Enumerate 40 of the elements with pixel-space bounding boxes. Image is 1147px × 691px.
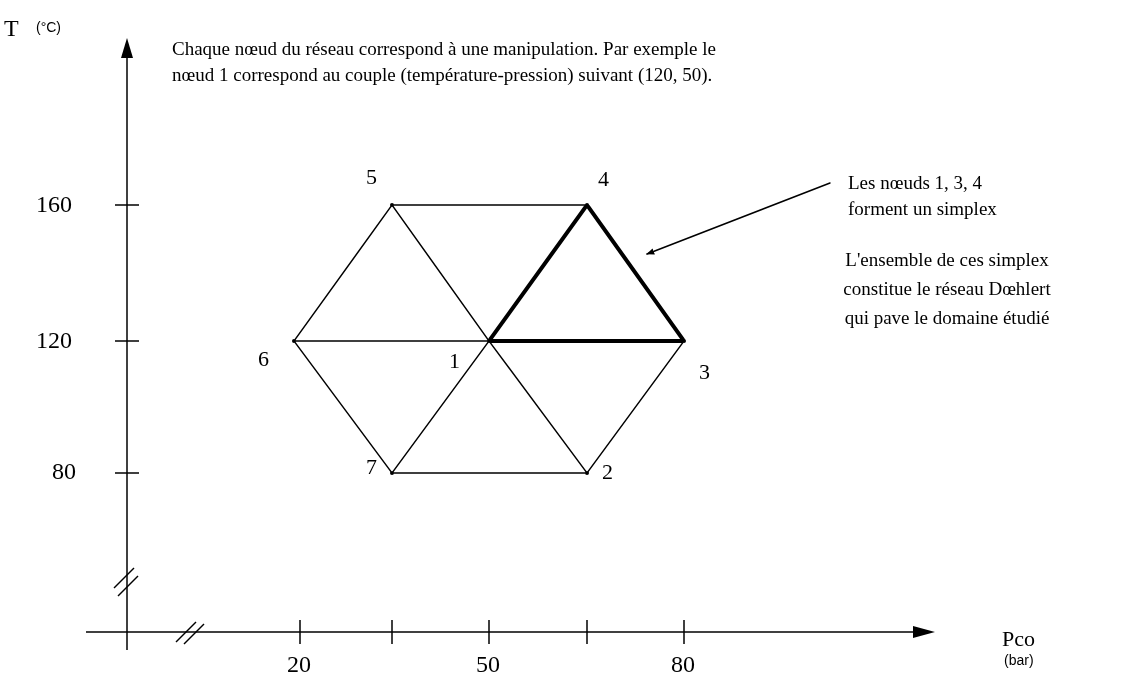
annotation-text: Les nœuds 1, 3, 4 forment un simplex [848, 170, 1028, 222]
tick-label: 120 [36, 326, 72, 355]
vertex-number: 1 [449, 349, 460, 373]
network-edge [295, 340, 488, 342]
network-edge [393, 472, 586, 474]
network-edge [489, 341, 587, 473]
axis-label: T [4, 14, 19, 43]
tick-label: 50 [476, 650, 500, 679]
vertex-point [585, 471, 589, 475]
network-edge [392, 205, 489, 341]
network-edge [393, 204, 586, 206]
network-edge [489, 339, 684, 343]
tick-label: 160 [36, 190, 72, 219]
vertex-point [682, 339, 686, 343]
vertex-number: 5 [366, 165, 377, 189]
vertex-point [487, 339, 491, 343]
network-edge [294, 341, 392, 473]
tick-label: 80 [671, 650, 695, 679]
note-text: Chaque nœud du réseau correspond à une manipulation. Par exemple le nœud 1 correspond au couple (température-pression) suivant (120, 50). [172, 37, 717, 87]
network-edge [294, 205, 392, 341]
axis-unit: (°C) [36, 18, 62, 37]
vertex-point [292, 339, 296, 343]
vertex-number: 2 [602, 460, 613, 484]
vertex-point [585, 203, 589, 207]
vertex-number: 4 [598, 167, 609, 191]
vertex-number: 3 [699, 360, 710, 384]
network-edge [587, 341, 684, 473]
axis-label: Pco [1002, 625, 1035, 653]
tick-label: 20 [287, 650, 311, 679]
network-edge [392, 341, 489, 473]
vertex-number: 7 [366, 455, 377, 479]
axis-unit: (bar) [1004, 651, 1034, 670]
annotation-text: L'ensemble de ces simplex constitue le réseau Dœhlert qui pave le domaine étudié [842, 248, 1052, 330]
vertex-number: 6 [258, 347, 269, 371]
network-edge [586, 204, 685, 342]
vertex-point [390, 471, 394, 475]
network-edge [488, 204, 588, 342]
leader-arrow [646, 182, 831, 255]
vertex-point [390, 203, 394, 207]
tick-label: 80 [52, 457, 76, 486]
